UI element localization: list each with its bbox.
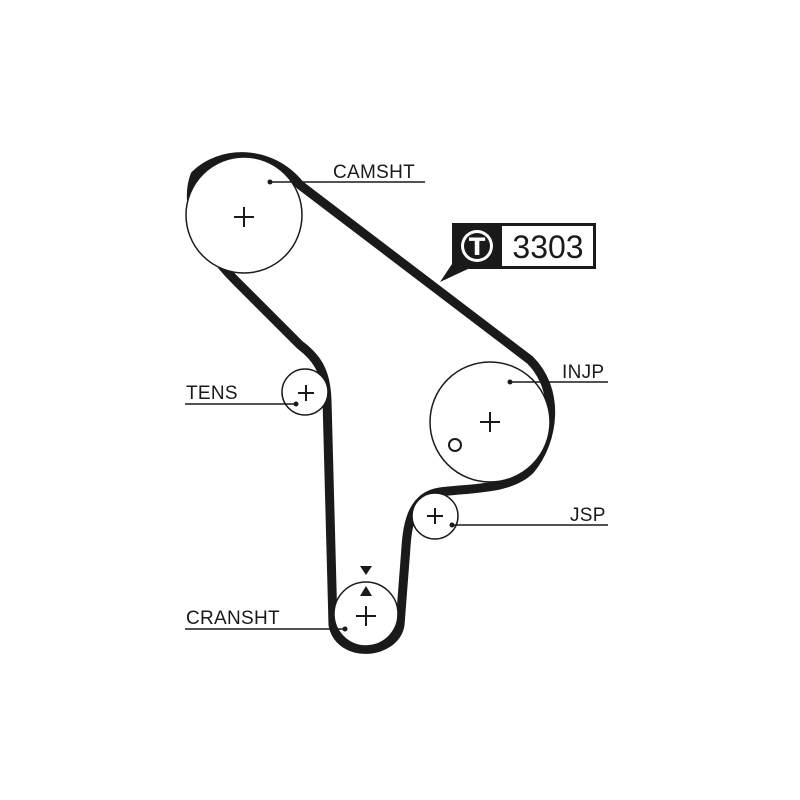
label-jsp: JSP: [570, 505, 606, 526]
badge-letter: T: [469, 233, 486, 261]
center-cross-icon: [356, 606, 376, 626]
badge-part-number: 3303: [512, 229, 583, 265]
center-cross-icon: [427, 508, 443, 524]
label-camshaft: CAMSHT: [333, 162, 415, 183]
jsp-pulley: [411, 492, 459, 540]
part-number-badge: T 3303: [440, 223, 596, 282]
center-cross-icon: [234, 207, 254, 227]
timing-arrow-down-icon: [360, 566, 372, 575]
timing-mark-hole: [448, 438, 462, 452]
label-injection-pump: INJP: [562, 362, 604, 383]
crankshaft-pulley: [333, 566, 399, 647]
leader-lines: [185, 181, 608, 630]
injection-pump-pulley: [429, 361, 551, 483]
timing-arrow-up-icon: [360, 586, 372, 596]
label-crankshaft: CRANSHT: [186, 608, 280, 629]
center-cross-icon: [480, 412, 500, 432]
label-tensioner: TENS: [186, 383, 238, 404]
timing-belt: [186, 152, 556, 654]
camshaft-pulley: [185, 156, 303, 274]
tensioner-pulley: [281, 368, 329, 416]
center-cross-icon: [298, 385, 314, 401]
